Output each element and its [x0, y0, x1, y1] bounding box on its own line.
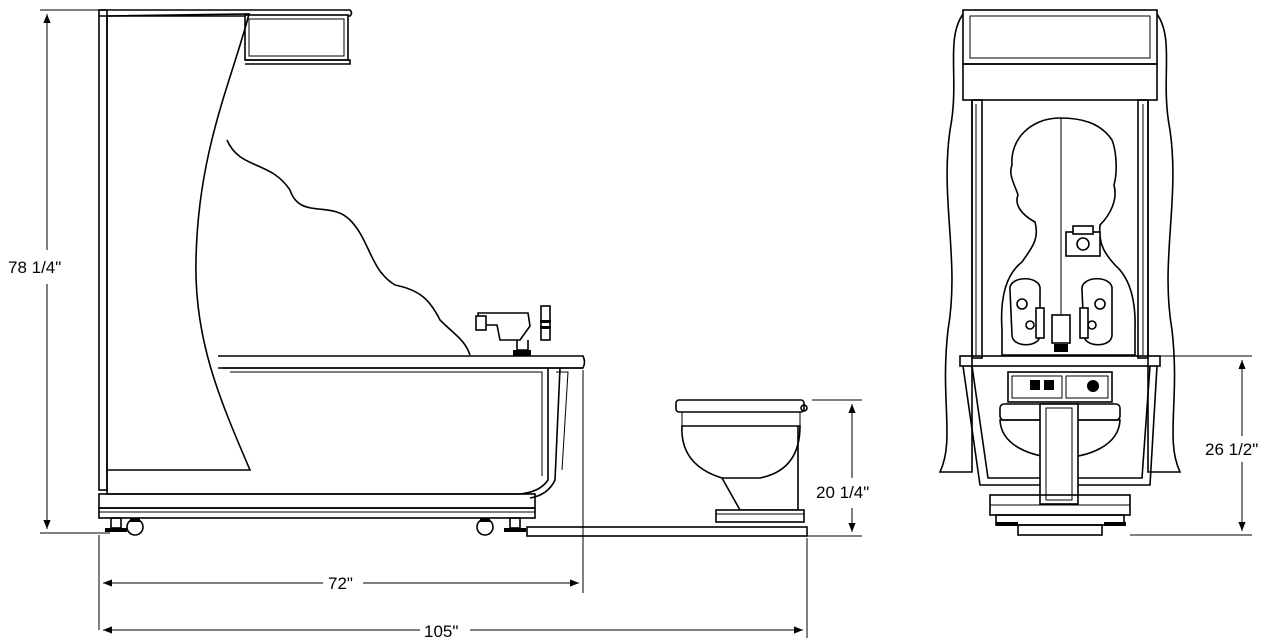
- front-frame: [971, 99, 1149, 359]
- curtain: [106, 13, 252, 471]
- leveling-foot-left: [105, 517, 127, 532]
- front-view: [938, 9, 1182, 536]
- front-toilet: [999, 403, 1121, 505]
- tub-length-label: 72": [328, 574, 353, 593]
- side-view: [98, 9, 808, 537]
- front-curtain-right: [1147, 13, 1182, 473]
- tub-height-label: 20 1/4": [816, 483, 869, 502]
- front-height-label: 26 1/2": [1205, 440, 1258, 459]
- dim-tub-length: [98, 370, 584, 630]
- front-canopy: [962, 9, 1158, 101]
- patient-silhouette: [1000, 117, 1136, 356]
- dim-overall-height: [40, 9, 110, 534]
- front-faucet: [1035, 307, 1089, 352]
- control-box: [1065, 225, 1101, 257]
- front-tub-body: [959, 355, 1161, 486]
- curtain-shadow-line: [226, 139, 471, 356]
- tub-body: [106, 355, 586, 499]
- overall-length-label: 105": [424, 622, 458, 641]
- caster-right: [476, 518, 494, 536]
- canopy-frame: [98, 9, 353, 491]
- front-curtain-left: [938, 13, 973, 473]
- leveling-foot-right: [504, 517, 526, 532]
- toilet: [675, 399, 808, 523]
- dim-overall-length: [103, 538, 808, 638]
- front-base: [989, 494, 1131, 536]
- dim-front-height: [1130, 355, 1252, 536]
- floor-plate: [526, 526, 808, 537]
- faucet: [475, 305, 551, 356]
- dim-tub-height: [807, 399, 862, 537]
- tub-base: [98, 493, 536, 519]
- caster-left: [126, 518, 144, 536]
- overall-height-label: 78 1/4": [8, 258, 61, 277]
